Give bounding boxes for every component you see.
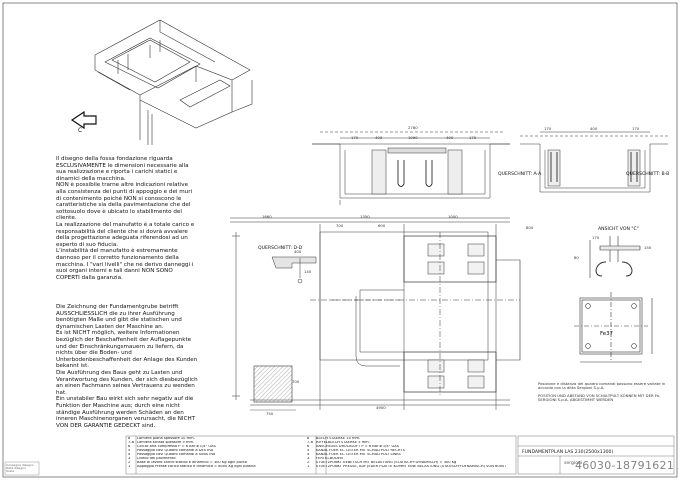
view-c-detail	[589, 236, 641, 278]
legend-text-de: FERTIG-BODEN	[316, 456, 343, 460]
section-a-a	[312, 131, 510, 205]
dim-plan-total: 4900	[376, 405, 386, 410]
legend-text-de: ANSCHLUSS DRUCKLUFT P = 6 Bar ø 1/4" GAS	[316, 444, 399, 448]
legend-text-de: STUETZPUNKT UEBETSCH MIT BELASTUNG (STAT…	[316, 460, 457, 464]
dim-d-a: 400	[294, 249, 302, 254]
legend-num-it: 1	[128, 464, 131, 468]
dim-small-b: 700	[292, 379, 300, 384]
drawing-title: FUNDAMENTPLAN LAS 230(2500x1300)	[522, 450, 614, 455]
legend-table: 8 Lamiera piana spessore 10 mm. 8 BLECH STA…	[128, 437, 508, 469]
legend-text-de: KANAL FUER EL. LEITER MIT SCHALTPULT LIN…	[316, 452, 401, 456]
foundation-plan	[230, 217, 521, 410]
legend-num-de: 8	[307, 437, 310, 440]
legend-row: 3 Livello del pavimento 3 FERTIG-BODEN	[128, 457, 508, 461]
dim-bb-b: 400	[590, 126, 598, 131]
legend-num-it: 2	[128, 460, 131, 464]
legend-num-it: 7-8	[128, 440, 134, 444]
dim-right-w: 800	[526, 225, 534, 230]
dim-top-mid: 1090	[408, 135, 418, 140]
legend-num-de: 2	[307, 460, 310, 464]
dim-bb-c: 170	[632, 126, 640, 131]
fe37-label: Fe37	[600, 331, 613, 337]
dim-plan-left: 1660	[262, 214, 272, 219]
section-d-d-label: QUERSCHNITT: D-D	[258, 246, 303, 251]
legend-text-it: Base di lavoro carico statico e dinamico…	[137, 460, 247, 464]
legend-row: 4 Passaggio cavi Quadro comandi a SINISTR…	[128, 453, 508, 457]
view-arrow-icon	[70, 110, 97, 130]
legend-num-it: 4	[128, 452, 131, 456]
view-arrow-label: C	[78, 127, 83, 134]
dim-small-a: 750	[266, 411, 274, 416]
dim-c-a: 170	[592, 235, 600, 240]
dim-c-c: 150	[644, 245, 652, 250]
title-block: FUNDAMENTPLAN LAS 230(2500x1300) sergion…	[520, 437, 674, 474]
title-block-frame	[517, 435, 675, 475]
section-b-b	[520, 131, 668, 193]
legend-row: 6 Coll.to aria compressa P = 6 Bar ø 1/4"…	[128, 445, 508, 449]
drawing-info-box: Consegna disegno Data disegno Scala	[6, 463, 34, 474]
plate-detail	[250, 365, 296, 411]
dim-top-total: 2780	[408, 125, 418, 130]
isometric-pit-sketch	[94, 19, 253, 145]
legend-num-de: 4	[307, 452, 310, 456]
fe37-plate-detail	[574, 292, 653, 363]
legend-num-it: 8	[128, 437, 131, 440]
watermark-id: 46030-18791621	[575, 459, 675, 472]
legend-num-de: 7-8	[307, 440, 313, 444]
legend-num-de: 3	[307, 456, 310, 460]
legend-text-de: KANAL FUER EL. LEITER MIT SCHALTPULT REC…	[316, 448, 405, 452]
legend-num-de: 6	[307, 444, 310, 448]
legend-text-it: Passaggio cavi Quadro comandi a SINISTRA	[137, 452, 216, 456]
section-d-d	[271, 256, 317, 284]
dim-plan-right: 1000	[448, 214, 458, 219]
dim-plan-mid: 1350	[360, 214, 370, 219]
company-name: sergioni	[564, 461, 583, 466]
dim-top-right: 170	[469, 135, 477, 140]
legend-num-de: 1	[307, 464, 310, 468]
legend-table-grid	[125, 435, 517, 475]
legend-row: 2 Base di lavoro carico statico e dinamic…	[128, 461, 508, 465]
dim-c-b: 80	[574, 255, 579, 260]
remark-de: POSITION UND ABSTAND VON SCHALTPULT KÖNN…	[538, 393, 661, 403]
legend-text-it: Passaggio cavi Quadro comandi a DESTRA	[137, 448, 214, 452]
corner-box-frame	[4, 461, 40, 476]
legend-num-it: 6	[128, 444, 131, 448]
dim-top-a: 400	[375, 135, 383, 140]
legend-text-it: Lamiera piana spessore 10 mm.	[137, 437, 195, 440]
legend-num-de: 5	[307, 448, 310, 452]
legend-row: 5 Passaggio cavi Quadro comandi a DESTRA 5…	[128, 449, 508, 453]
italian-notes: Il disegno della fossa fondazione riguar…	[56, 156, 195, 281]
section-b-b-label: QUERSCHNITT: B-B	[626, 172, 670, 177]
dim-plan-sub2: 600	[378, 223, 386, 228]
legend-row: 8 Lamiera piana spessore 10 mm. 8 BLECH STA…	[128, 437, 508, 441]
dim-d-b: 140	[304, 269, 312, 274]
view-c-label: ANSICHT VON "C"	[598, 227, 639, 232]
legend-text-it: Lamiera striata spessore 5 mm.	[137, 440, 195, 444]
legend-text-de: BLECH STAERKE 10 mm.	[316, 437, 361, 440]
german-notes: Die Zeichnung der Fundamentgrube betriff…	[56, 304, 198, 429]
legend-num-it: 3	[128, 456, 131, 460]
dim-plan-sub: 700	[336, 223, 344, 228]
dim-top-b: 400	[446, 135, 454, 140]
legend-text-it: Appoggio Presse carico statico e dinamic…	[137, 464, 256, 468]
legend-text-it: Livello del pavimento	[137, 456, 176, 460]
dim-top-left: 170	[351, 135, 359, 140]
section-a-a-label: QUERSCHNITT: A-A	[498, 172, 542, 177]
legend-text-de: RIFFELBLECH STAERKE 5 mm.	[316, 440, 370, 444]
legend-num-it: 5	[128, 448, 131, 452]
legend-text-de: STUETZPUNKT PRESSE, AUF JEDER PLATTE KOM…	[316, 464, 506, 468]
legend-row: 1 Appoggio Presse carico statico e dinami…	[128, 465, 508, 469]
remark-it: Posizione e distanza del quadro comandi …	[538, 381, 666, 391]
dim-bb-a: 170	[544, 126, 552, 131]
legend-text-it: Coll.to aria compressa P = 6 Bar ø 1/4" …	[137, 444, 216, 448]
